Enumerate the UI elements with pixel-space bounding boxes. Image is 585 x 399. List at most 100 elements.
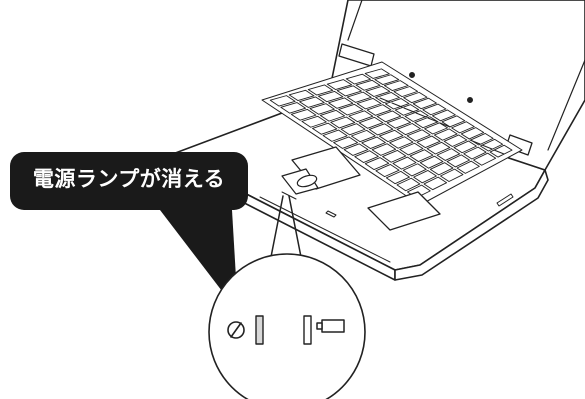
callout-bubble <box>10 152 248 312</box>
keyboard-key <box>317 90 344 103</box>
keyboard-key <box>366 104 392 116</box>
laptop-lid <box>327 0 585 171</box>
keyboard-key <box>312 122 338 135</box>
keyboard-key <box>489 144 513 158</box>
laptop-screen <box>347 0 585 41</box>
keyboard-key <box>479 138 504 152</box>
laptop-base-right-edge <box>394 169 549 281</box>
keyboard-key <box>319 109 346 122</box>
keyboard-key <box>413 170 437 184</box>
power-icon <box>227 321 245 339</box>
keyboard-keys <box>269 68 513 199</box>
keyboard-key <box>384 98 410 110</box>
keyboard-key <box>386 116 412 129</box>
keyboard-key <box>379 129 404 143</box>
keyboard-key <box>333 136 358 149</box>
keyboard-key <box>301 115 327 128</box>
keyboard-key <box>375 91 400 104</box>
keyboard-key <box>355 79 381 91</box>
side-port <box>496 193 514 207</box>
keyboard <box>261 61 523 206</box>
keyboard-key <box>416 135 441 149</box>
screen-inner-edge <box>547 59 585 151</box>
base-front-line <box>259 196 391 263</box>
keyboard-key <box>290 108 317 121</box>
keyboard-key <box>350 129 376 143</box>
keyboard-key <box>429 162 454 176</box>
keyboard-key <box>288 89 315 102</box>
keyboard-key <box>451 121 475 134</box>
zoom-leader-lines <box>269 195 303 263</box>
keyboard-key <box>326 79 353 90</box>
keyboard-key <box>371 143 397 156</box>
keyboard-key <box>419 155 444 169</box>
zoom-detail <box>208 195 366 399</box>
front-latch <box>325 210 337 218</box>
keyboard-key <box>394 104 420 116</box>
keyboard-key <box>436 148 461 161</box>
keyboard-key <box>358 116 384 129</box>
keyboard-key <box>309 103 335 115</box>
keyboard-key <box>392 156 417 170</box>
keyboard-key <box>403 91 428 104</box>
keyboard-key <box>396 123 421 136</box>
keyboard-key <box>433 128 458 141</box>
keyboard-key <box>473 152 497 166</box>
keyboard-key <box>406 129 431 142</box>
keyboard-key <box>336 85 362 97</box>
hinge-screw <box>466 97 473 104</box>
keyboard-key <box>307 84 334 96</box>
zoom-circle <box>208 253 366 399</box>
keyboard-key <box>399 142 424 156</box>
keyboard-key <box>376 110 402 123</box>
keyboard-key <box>374 74 400 85</box>
callout-pointer <box>160 210 238 312</box>
callout-box <box>10 152 248 210</box>
keyboard-key <box>441 115 466 128</box>
keyboard-key <box>456 160 480 174</box>
keyboard-key <box>348 110 374 123</box>
palm-rest-plate <box>367 191 441 231</box>
laptop <box>169 0 585 281</box>
keyboard-key <box>460 127 485 140</box>
keyboard-key <box>409 149 434 163</box>
keyboard-key <box>422 103 447 116</box>
battery-icon <box>316 319 345 333</box>
keyboard-key <box>280 102 306 114</box>
keyboard-key <box>356 97 382 110</box>
keyboard-key <box>364 157 390 171</box>
keyboard-key <box>424 122 448 135</box>
keyboard-key <box>340 123 366 136</box>
keyboard-key <box>426 141 451 155</box>
battery-lamp-off <box>303 315 312 345</box>
keyboard-key <box>396 177 421 192</box>
keyboard-key <box>389 136 414 149</box>
keyboard-key <box>343 143 369 156</box>
keyboard-key <box>383 80 409 92</box>
power-lamp-off <box>255 315 264 345</box>
touchpad-buttons <box>281 168 319 195</box>
keyboard-key <box>385 170 410 185</box>
hinge-screw <box>408 72 415 79</box>
keyboard-key <box>364 68 390 79</box>
keyboard-key <box>368 123 394 136</box>
keyboard-key <box>446 154 470 168</box>
keyboard-key <box>463 146 487 160</box>
keyboard-key <box>375 164 400 178</box>
callout-label: 電源ランプが消える <box>32 167 226 191</box>
keyboard-key <box>328 97 354 109</box>
keyboard-key <box>338 103 364 116</box>
keyboard-key <box>382 149 407 163</box>
keyboard-key <box>354 150 379 163</box>
keyboard-key <box>402 163 427 177</box>
keyboard-key <box>361 136 386 149</box>
keyboard-key <box>346 91 372 103</box>
keyboard-key <box>404 110 429 122</box>
keyboard-key <box>443 134 468 147</box>
keyboard-key <box>412 97 437 110</box>
keyboard-key <box>345 73 371 85</box>
keyboard-key <box>299 96 325 108</box>
keyboard-key <box>440 168 464 182</box>
keyboard-key <box>453 140 477 154</box>
